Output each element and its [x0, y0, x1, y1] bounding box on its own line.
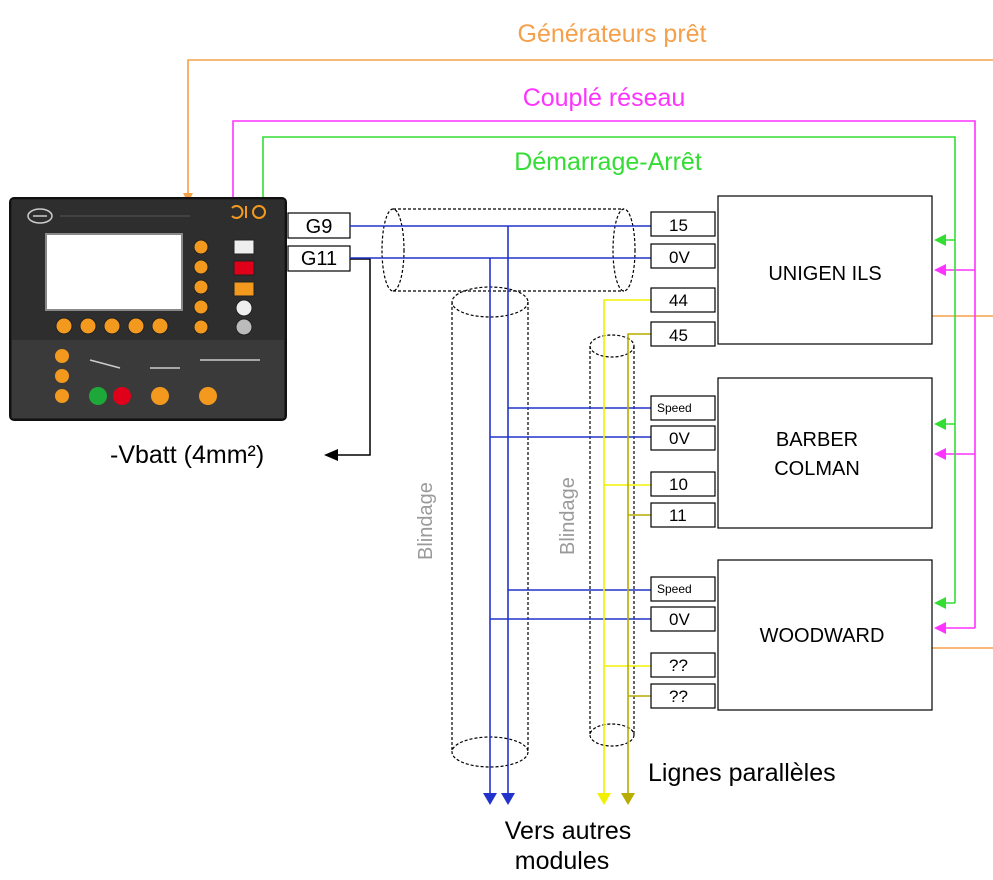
label-blindage-2: Blindage [557, 477, 579, 555]
brand-logo [27, 208, 53, 224]
terminal-g9 [287, 212, 351, 239]
label-vers-autres: Vers autres [505, 817, 631, 845]
unigen-terminal-45: 45 [669, 326, 688, 345]
wire-generateurs-pret [183, 59, 993, 649]
model-badge [195, 205, 266, 219]
device-barber-name-2: COLMAN [774, 458, 860, 480]
label-demarrage-arret: Démarrage-Arrêt [514, 148, 702, 176]
shield-tube-right [589, 334, 635, 747]
device-barber-colman: BARBER COLMAN Speed 0V 10 11 [650, 377, 933, 529]
label-modules: modules [515, 847, 610, 875]
controller-panel [9, 197, 287, 421]
lower-controls [55, 349, 260, 405]
label-lignes-paralleles: Lignes parallèles [648, 759, 836, 787]
device-woodward-name: WOODWARD [760, 625, 885, 647]
softkey-row [55, 317, 169, 335]
label-couple-reseau: Couplé réseau [523, 84, 686, 112]
label-generateurs-pret: Générateurs prêt [518, 20, 707, 48]
wire-demarrage-arret [262, 136, 956, 609]
controller-screen [45, 233, 183, 311]
label-blindage-1: Blindage [415, 482, 437, 560]
terminal-g11-label: G11 [301, 248, 337, 270]
barber-terminal-0v: 0V [669, 429, 690, 448]
unigen-terminal-0v: 0V [669, 248, 690, 267]
barber-terminal-10: 10 [669, 475, 688, 494]
device-woodward: WOODWARD Speed 0V ?? ?? [650, 559, 933, 711]
device-unigen-name: UNIGEN ILS [768, 263, 881, 285]
device-unigen: UNIGEN ILS 15 0V 44 45 [650, 195, 933, 347]
barber-terminal-speed: Speed [657, 401, 692, 415]
barber-terminal-11: 11 [669, 506, 687, 525]
wire-parallel-olive [621, 333, 651, 805]
wire-vbatt [324, 258, 371, 461]
woodward-terminal-q1: ?? [669, 656, 688, 675]
unigen-terminal-15: 15 [669, 216, 688, 235]
unigen-terminal-44: 44 [669, 291, 688, 310]
device-barber-name-1: BARBER [776, 429, 858, 451]
label-vbatt: -Vbatt (4mm²) [110, 441, 264, 469]
mode-buttons [233, 239, 255, 336]
woodward-terminal-speed: Speed [657, 582, 692, 596]
woodward-terminal-q2: ?? [669, 687, 688, 706]
wire-blue-bus [350, 225, 651, 805]
nav-buttons [193, 239, 209, 335]
terminal-g9-label: G9 [306, 216, 333, 238]
woodward-terminal-0v: 0V [669, 610, 690, 629]
